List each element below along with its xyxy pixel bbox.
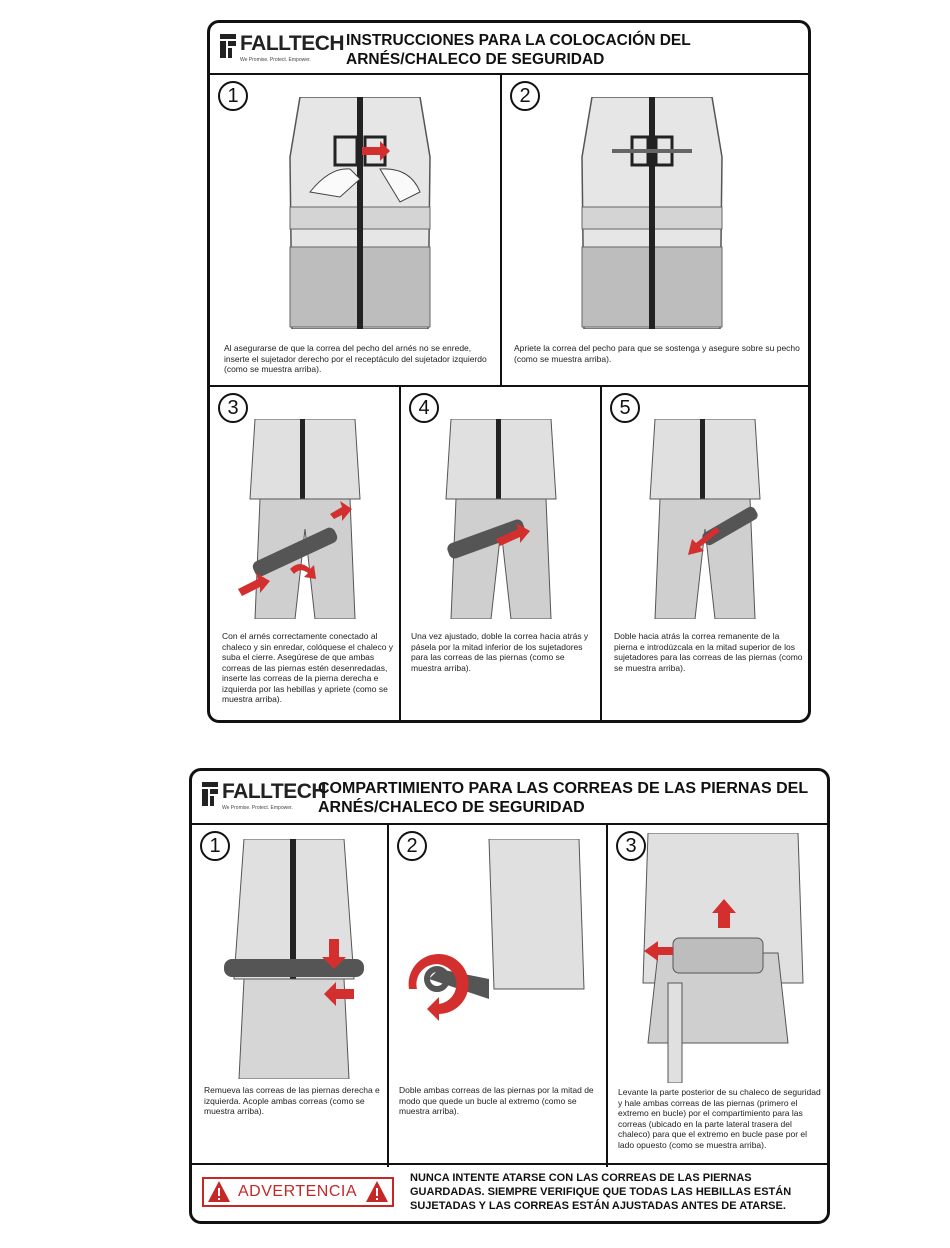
step-number: 3 — [616, 831, 646, 861]
step-panel-3: 3 Con el arnés correctamente conectado a… — [210, 387, 399, 723]
step-panel-1: 1 Remueva las correas de las piernas der… — [192, 825, 387, 1167]
falltech-logo: FALLTECH We Promise. Protect. Empower. — [202, 780, 327, 820]
page-title: COMPARTIMIENTO PARA LAS CORREAS DE LAS P… — [318, 780, 808, 816]
warning-bar: ADVERTENCIA NUNCA INTENTE ATARSE CON LAS… — [192, 1163, 827, 1221]
page-title: INSTRUCCIONES PARA LA COLOCACIÓN DEL ARN… — [346, 32, 691, 68]
falltech-logo-icon — [220, 34, 236, 58]
strap-compartment-illustration — [642, 833, 804, 1083]
brand-name: FALLTECH — [240, 32, 345, 55]
brand-tagline: We Promise. Protect. Empower. — [222, 805, 293, 811]
step-panel-3: 3 Levante la parte posterior de su chale… — [608, 825, 827, 1167]
warning-message: NUNCA INTENTE ATARSE CON LAS CORREAS DE … — [410, 1172, 792, 1212]
step-number: 5 — [610, 393, 640, 423]
falltech-logo-icon — [202, 782, 218, 806]
brand-tagline: We Promise. Protect. Empower. — [240, 57, 311, 63]
divider — [210, 385, 808, 387]
step-caption: Remueva las correas de las piernas derec… — [204, 1085, 380, 1116]
divider — [387, 825, 389, 1167]
divider — [600, 387, 602, 722]
divider — [399, 387, 401, 722]
step-caption: Doble ambas correas de las piernas por l… — [399, 1085, 594, 1116]
step-caption: Apriete la correa del pecho para que se … — [514, 343, 800, 364]
remove-leg-straps-illustration — [224, 839, 364, 1079]
donning-instructions-sheet: FALLTECH We Promise. Protect. Empower. I… — [207, 20, 811, 723]
step-panel-5: 5 Doble hacia atrás la correa remanente … — [602, 387, 808, 723]
step-panel-4: 4 Una vez ajustado, doble la correa haci… — [401, 387, 600, 723]
warning-label-box: ADVERTENCIA — [202, 1177, 394, 1207]
step-caption: Levante la parte posterior de su chaleco… — [618, 1087, 821, 1150]
step-panel-2: 2 Apriete la correa del pecho para que s… — [502, 75, 808, 385]
divider — [500, 75, 502, 387]
leg-strap-insertion-illustration — [238, 419, 361, 619]
step-panel-2: 2 Doble ambas correas de las piernas por… — [389, 825, 606, 1167]
tuck-remaining-strap-illustration — [649, 419, 761, 619]
chest-strap-buckle-illustration — [289, 97, 431, 329]
step-caption: Con el arnés correctamente conectado al … — [222, 631, 394, 704]
step-number: 2 — [510, 81, 540, 111]
warning-triangle-icon — [366, 1181, 388, 1202]
fold-leg-straps-loop-illustration — [408, 839, 585, 1021]
falltech-logo: FALLTECH We Promise. Protect. Empower. — [220, 32, 345, 72]
brand-name: FALLTECH — [222, 780, 327, 803]
step-panel-1: 1 Al asegurarse de que la correa del pec… — [210, 75, 500, 385]
step-caption: Doble hacia atrás la correa remanente de… — [614, 631, 803, 673]
step-number: 4 — [409, 393, 439, 423]
step-caption: Una vez ajustado, doble la correa hacia … — [411, 631, 589, 673]
sheet-header: FALLTECH We Promise. Protect. Empower. C… — [192, 771, 827, 825]
step-number: 1 — [218, 81, 248, 111]
tightened-chest-strap-illustration — [581, 97, 723, 329]
step-number: 1 — [200, 831, 230, 861]
step-caption: Al asegurarse de que la correa del pecho… — [224, 343, 487, 374]
warning-triangle-icon — [208, 1181, 230, 1202]
step-number: 3 — [218, 393, 248, 423]
step-number: 2 — [397, 831, 427, 861]
sheet-header: FALLTECH We Promise. Protect. Empower. I… — [210, 23, 808, 75]
leg-strap-storage-sheet: FALLTECH We Promise. Protect. Empower. C… — [189, 768, 830, 1224]
fold-strap-back-illustration — [445, 419, 557, 619]
warning-label: ADVERTENCIA — [238, 1183, 358, 1200]
divider — [606, 825, 608, 1167]
